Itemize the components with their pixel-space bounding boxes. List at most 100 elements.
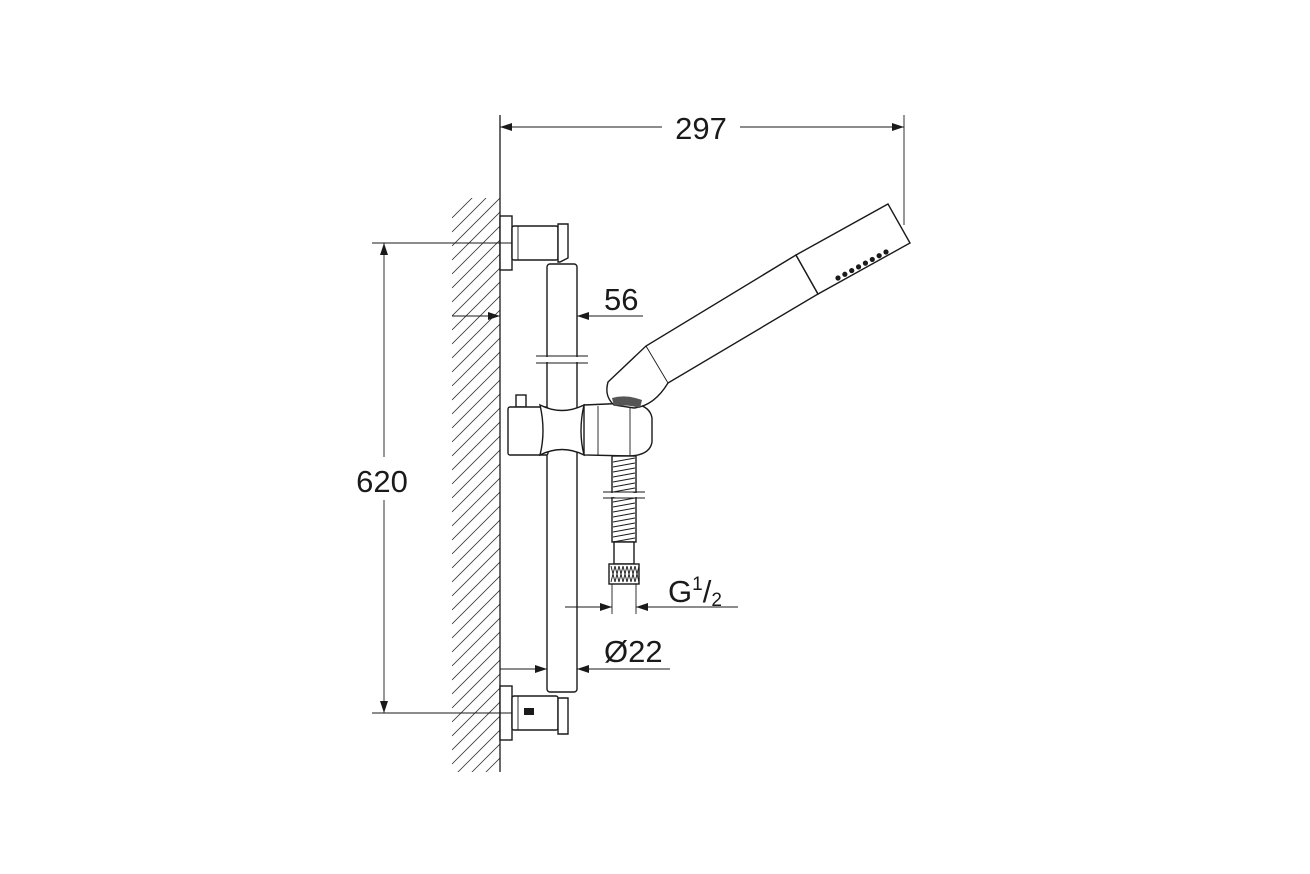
- hose-coil-line: [612, 462, 636, 468]
- hose-coil-line: [612, 472, 636, 478]
- hose-coil-line: [612, 497, 636, 503]
- dim-thread-label: G1/2: [668, 574, 722, 611]
- hose-coil-line: [612, 477, 636, 483]
- dimension-297: 297: [500, 111, 905, 225]
- hatch-line: [471, 743, 500, 772]
- hatch-line: [452, 295, 500, 345]
- hatch-line: [452, 603, 500, 653]
- knurl-line: [618, 565, 624, 583]
- top-bracket-body: [511, 225, 559, 261]
- wall: [452, 115, 501, 834]
- hatch-line: [452, 435, 500, 485]
- hatch-line: [452, 575, 500, 625]
- hatch-line: [452, 673, 500, 723]
- hatch-line: [452, 687, 500, 737]
- bottom-bracket-clip: [557, 697, 569, 735]
- hatch-line: [452, 253, 500, 303]
- hatch-line: [452, 701, 500, 751]
- hatch-line: [452, 379, 500, 429]
- slider-holder: [507, 394, 653, 457]
- hatch-line: [452, 211, 500, 261]
- hatch-line: [452, 225, 500, 275]
- shower-hose: [603, 455, 645, 585]
- hatch-line: [452, 449, 500, 499]
- dim-620-label: 620: [356, 464, 408, 499]
- dimension-diameter: Ø22: [500, 634, 670, 673]
- hatch-line: [452, 337, 500, 387]
- nozzle-hole: [883, 249, 889, 255]
- hatch-line: [452, 421, 500, 471]
- hatch-line: [452, 463, 500, 513]
- dim-thread-main: G: [668, 574, 692, 609]
- hatch-line: [452, 715, 500, 765]
- hand-shower: [606, 203, 911, 409]
- hose-coil-line: [612, 507, 636, 513]
- nozzle-hole: [842, 271, 848, 277]
- hatch-line: [452, 519, 500, 569]
- hatch-line: [452, 393, 500, 443]
- nozzle-hole: [849, 267, 855, 274]
- hatch-line: [452, 617, 500, 667]
- hatch-line: [452, 533, 500, 583]
- hatch-line: [452, 786, 500, 834]
- hose-coil-line: [612, 487, 636, 493]
- hatch-line: [452, 309, 500, 359]
- nozzle-hole: [862, 260, 869, 266]
- dim-thread-numerator: 1: [692, 574, 703, 595]
- hatch-line: [452, 239, 500, 289]
- dim-thread-slash: /: [703, 574, 712, 609]
- hose-fitting: [613, 541, 635, 565]
- hatch-line: [452, 198, 473, 219]
- knurl-line: [634, 565, 640, 583]
- nozzle-hole: [876, 253, 882, 259]
- slide-rail: [536, 263, 588, 693]
- dimension-thread: G1/2: [565, 574, 738, 614]
- dimension-56: 56: [452, 282, 643, 320]
- shower-connector-knurl: [612, 396, 642, 408]
- dimension-620: 620: [356, 242, 512, 714]
- slider-grip: [538, 403, 586, 457]
- knurl-line: [622, 565, 628, 583]
- hose-coil-line: [612, 517, 636, 523]
- hatch-line: [452, 659, 500, 709]
- hatch-line: [452, 281, 500, 331]
- hatch-line: [452, 505, 500, 555]
- wall-hatching: [452, 198, 500, 834]
- hatch-line: [452, 407, 500, 457]
- hose-coil-line: [612, 512, 636, 518]
- dim-56-label: 56: [604, 282, 638, 317]
- hatch-line: [457, 729, 500, 772]
- hatch-line: [452, 351, 500, 401]
- hatch-line: [452, 198, 500, 247]
- knurl-line: [626, 565, 632, 583]
- hatch-line: [452, 491, 500, 541]
- rail-tube: [546, 263, 578, 693]
- hatch-line: [485, 757, 500, 772]
- hose-coil-line: [612, 482, 636, 488]
- hatch-line: [452, 645, 500, 695]
- dim-diameter-label: Ø22: [604, 634, 663, 669]
- nozzle-hole: [835, 275, 841, 281]
- bottom-bracket-screw: [524, 708, 534, 715]
- nozzle-hole: [855, 264, 862, 270]
- hose-coil-line: [612, 532, 636, 538]
- slider-right-block: [583, 402, 653, 457]
- hose-coil-line: [612, 522, 636, 528]
- hand-shower-handle: [606, 254, 819, 409]
- hatch-line: [452, 589, 500, 639]
- dim-297-label: 297: [675, 111, 727, 146]
- knurl-line: [630, 565, 636, 583]
- dim-thread-denominator: 2: [711, 590, 722, 611]
- shower-nozzle-holes: [835, 249, 889, 281]
- hatch-line: [452, 198, 487, 233]
- slider-button: [515, 394, 527, 408]
- bottom-bracket-body: [511, 695, 559, 731]
- hatch-line: [452, 365, 500, 415]
- knurl-line: [610, 565, 616, 583]
- hatch-line: [452, 561, 500, 611]
- nozzle-hole: [869, 256, 875, 263]
- knurl-line: [614, 565, 620, 583]
- top-bracket-clip: [557, 223, 569, 263]
- hatch-line: [452, 631, 500, 681]
